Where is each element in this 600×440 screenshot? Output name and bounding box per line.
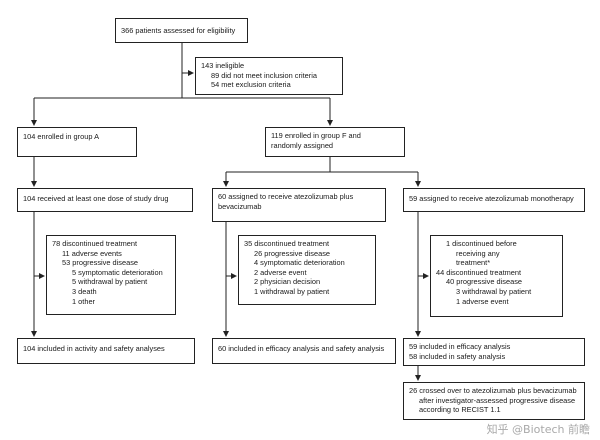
discontinued-item: 2 adverse event (254, 267, 307, 277)
group-f-enrolled-line2: randomly assigned (271, 140, 334, 150)
mono-assigned-text: 59 assigned to receive atezolizumab mono… (409, 194, 574, 203)
discontinued-item: 1 adverse event (456, 296, 509, 306)
discontinued-item: 1 other (72, 296, 96, 306)
combo-assigned-line2: bevacizumab (218, 201, 262, 211)
crossover-line1: 26 crossed over to atezolizumab plus bev… (409, 386, 577, 395)
mono-assigned-box: 59 assigned to receive atezolizumab mono… (403, 188, 585, 212)
ineligible-box: 143 ineligible 89 did not meet inclusion… (195, 57, 343, 95)
group-a-discontinued-box: 78 discontinued treatment 11 adverse eve… (46, 235, 176, 315)
combo-assigned-line1: 60 assigned to receive atezolizumab plus (218, 192, 354, 201)
watermark-text: 知乎 @Biotech 前瞻 (486, 423, 590, 436)
mono-discontinued-before-line1: 1 discontinued before (446, 239, 517, 248)
crossover-line2: after investigator-assessed progressive … (419, 395, 576, 405)
mono-discontinued-box: 1 discontinued before receiving any trea… (430, 235, 563, 317)
assessed-text: 366 patients assessed for eligibility (121, 26, 236, 35)
combo-discontinued-box: 35 discontinued treatment 26 progressive… (238, 235, 376, 305)
discontinued-item: 4 symptomatic deterioration (254, 258, 345, 268)
mono-discontinued-title: 44 discontinued treatment (436, 267, 522, 277)
mono-discontinued-before-line2: receiving any (456, 248, 500, 258)
discontinued-item: 5 withdrawal by patient (72, 277, 148, 287)
mono-analysis-box: 59 included in efficacy analysis 58 incl… (403, 338, 585, 366)
group-a-enrolled-box: 104 enrolled in group A (17, 127, 137, 157)
assessed-box: 366 patients assessed for eligibility (115, 18, 248, 43)
ineligible-title: 143 ineligible (201, 61, 245, 70)
discontinued-item: 53 progressive disease (62, 258, 139, 268)
ineligible-item: 89 did not meet inclusion criteria (211, 70, 317, 80)
mono-analysis-line2: 58 included in safety analysis (409, 351, 506, 361)
group-a-received-text: 104 received at least one dose of study … (23, 194, 169, 203)
group-a-analysis-box: 104 included in activity and safety anal… (17, 338, 195, 364)
discontinued-item: 2 physician decision (254, 277, 321, 287)
group-f-enrolled-line1: 119 enrolled in group F and (271, 131, 361, 140)
group-a-analysis-text: 104 included in activity and safety anal… (23, 344, 165, 353)
combo-assigned-box: 60 assigned to receive atezolizumab plus… (212, 188, 386, 222)
discontinued-item: 26 progressive disease (254, 248, 331, 258)
discontinued-item: 11 adverse events (62, 248, 122, 258)
combo-analysis-text: 60 included in efficacy analysis and saf… (218, 344, 385, 353)
mono-analysis-line1: 59 included in efficacy analysis (409, 342, 511, 351)
mono-discontinued-before-line3: treatment* (456, 258, 491, 268)
discontinued-item: 5 symptomatic deterioration (72, 267, 163, 277)
group-a-enrolled-text: 104 enrolled in group A (23, 132, 100, 141)
group-f-enrolled-box: 119 enrolled in group F and randomly ass… (265, 127, 405, 157)
discontinued-item: 40 progressive disease (446, 277, 523, 287)
discontinued-item: 3 death (72, 286, 97, 296)
group-a-received-box: 104 received at least one dose of study … (17, 188, 193, 212)
combo-discontinued-title: 35 discontinued treatment (244, 239, 330, 248)
discontinued-item: 3 withdrawal by patient (456, 286, 532, 296)
crossover-box: 26 crossed over to atezolizumab plus bev… (403, 382, 585, 420)
group-a-discontinued-title: 78 discontinued treatment (52, 239, 138, 248)
crossover-line3: according to RECIST 1.1 (419, 405, 501, 415)
combo-analysis-box: 60 included in efficacy analysis and saf… (212, 338, 396, 364)
discontinued-item: 1 withdrawal by patient (254, 286, 330, 296)
ineligible-item: 54 met exclusion criteria (211, 80, 291, 90)
